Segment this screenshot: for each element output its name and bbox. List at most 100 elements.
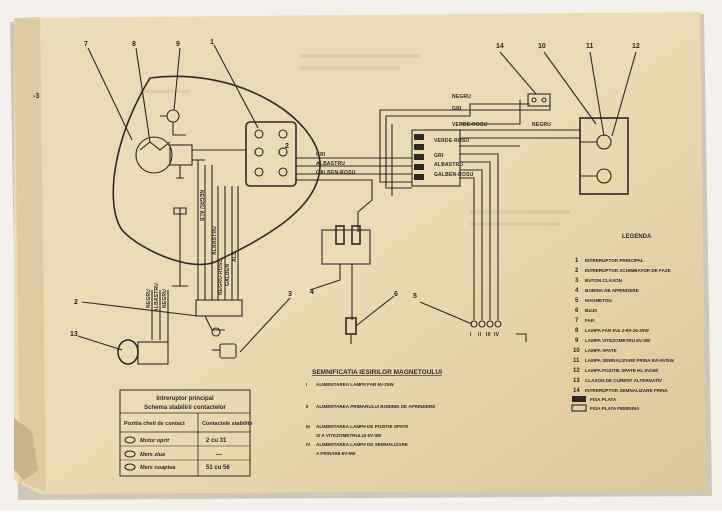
svg-text:II: II: [478, 332, 482, 338]
svg-text:51 cu 56: 51 cu 56: [206, 465, 230, 471]
svg-text:LAMPA SEMNALIZARE FRINA 6Vl-6V: LAMPA SEMNALIZARE FRINA 6Vl-6V/5W: [585, 358, 675, 363]
svg-text:INTRERUPTOR SCHIMBATOR DE FAZE: INTRERUPTOR SCHIMBATOR DE FAZE: [585, 268, 671, 273]
svg-text:GALBEN: GALBEN: [225, 264, 231, 287]
svg-text:LAMPA SPATE: LAMPA SPATE: [585, 348, 617, 353]
legend: LEGENDA 1 INTRERUPTOR PRINCIPAL 2 INTRER…: [571, 234, 675, 412]
callout-9: 9: [176, 41, 180, 48]
svg-text:I: I: [306, 382, 307, 387]
svg-text:NEGRU: NEGRU: [162, 289, 168, 308]
svg-text:NEGRU ALB: NEGRU ALB: [198, 190, 204, 222]
svg-text:VERDE-ROSU: VERDE-ROSU: [434, 138, 470, 144]
svg-text:LAMPA FAR 6Va 2-6V-25-25W: LAMPA FAR 6Va 2-6V-25-25W: [585, 328, 649, 333]
svg-text:INTRERUPTOR SEMNALIZARE FRINA: INTRERUPTOR SEMNALIZARE FRINA: [585, 388, 669, 393]
callout-1: 1: [210, 39, 214, 46]
paper-sheet: [14, 12, 706, 494]
bleed-through: [140, 54, 570, 226]
svg-text:1: 1: [575, 258, 579, 264]
svg-text:13: 13: [573, 378, 580, 384]
main-switch-1: 2: [245, 121, 297, 187]
magneto-terminals-5: [419, 301, 527, 342]
torn-corner: [14, 418, 38, 480]
svg-text:GRI: GRI: [316, 152, 326, 158]
svg-text:7: 7: [575, 318, 579, 324]
svg-text:NEGRU: NEGRU: [532, 122, 551, 128]
svg-text:SI A VITEZOMETRULUI 6V-3W: SI A VITEZOMETRULUI 6V-3W: [316, 433, 382, 438]
callout-5: 5: [413, 293, 417, 300]
svg-text:8: 8: [575, 328, 579, 334]
callout-12: 12: [632, 43, 640, 50]
callout-4: 4: [310, 289, 314, 296]
svg-text:GALBEN-ROSU: GALBEN-ROSU: [316, 170, 356, 176]
horn-13: [117, 339, 169, 365]
callout-14: 14: [496, 43, 504, 50]
svg-text:IV: IV: [306, 442, 311, 447]
svg-text:LAMPA VITEZOMETRU 6V-3W: LAMPA VITEZOMETRU 6V-3W: [585, 338, 651, 343]
callout-7: 7: [84, 41, 88, 48]
svg-text:III: III: [486, 332, 491, 338]
callout-10: 10: [538, 43, 546, 50]
tail-lamp-10: [579, 117, 629, 195]
svg-text:BOBINA DE APRINDERE: BOBINA DE APRINDERE: [585, 288, 639, 293]
svg-text:BUJII: BUJII: [585, 308, 597, 313]
legend-title: LEGENDA: [622, 234, 652, 240]
svg-text:—: —: [216, 452, 222, 458]
svg-text:ALIMENTAREA LAMPII DE POZITIE: ALIMENTAREA LAMPII DE POZITIE SPATE: [316, 424, 408, 429]
svg-text:ALIMENTAREA PRIMARULUI BOBINEI: ALIMENTAREA PRIMARULUI BOBINEI DE APRIND…: [316, 404, 435, 409]
callout-13: 13: [70, 331, 78, 338]
callout-11: 11: [586, 43, 594, 50]
svg-text:CLAXON DE CURENT ALTERNATIV: CLAXON DE CURENT ALTERNATIV: [585, 378, 663, 383]
svg-text:II: II: [306, 404, 309, 409]
svg-text:INTRERUPTOR PRINCIPAL: INTRERUPTOR PRINCIPAL: [585, 258, 644, 263]
phase-switch-2: [195, 299, 243, 337]
stray-mark: -3: [33, 93, 39, 100]
svg-text:LAMPA POZITIE SPATE HL 6V/4W: LAMPA POZITIE SPATE HL 6V/4W: [585, 368, 659, 373]
page-spine: [14, 17, 46, 492]
svg-text:MAGNETOU: MAGNETOU: [585, 298, 612, 303]
callout-leaders-right: [499, 51, 637, 137]
ignition-coil-4: [309, 225, 371, 320]
svg-text:4: 4: [575, 288, 579, 294]
svg-text:ALIMENTAREA LAMPII FAR 6V-25W: ALIMENTAREA LAMPII FAR 6V-25W: [316, 382, 395, 387]
fisa-plata-swatch: [572, 396, 586, 402]
callout-6: 6: [394, 291, 398, 298]
svg-text:Intreruptor principal: Intreruptor principal: [156, 396, 214, 402]
svg-text:Contactele stabilite: Contactele stabilite: [202, 421, 252, 427]
svg-text:ALBASTRU: ALBASTRU: [434, 162, 463, 168]
svg-text:Motor oprit: Motor oprit: [140, 438, 170, 444]
svg-text:6: 6: [575, 308, 579, 314]
svg-text:GALBEN-ROSU: GALBEN-ROSU: [434, 172, 474, 178]
svg-text:Mers noaptea: Mers noaptea: [140, 465, 175, 471]
svg-text:2: 2: [575, 268, 579, 274]
harness-wires-vertical: [151, 149, 246, 345]
svg-text:11: 11: [573, 358, 580, 364]
harness-wires-horizontal: [296, 100, 581, 320]
svg-text:2 cu 31: 2 cu 31: [206, 438, 227, 444]
svg-text:III: III: [306, 424, 310, 429]
headlamp-7: [112, 75, 321, 266]
svg-text:FISA PLATA: FISA PLATA: [590, 397, 617, 402]
svg-text:FISA PLATA FEMININA: FISA PLATA FEMININA: [590, 406, 640, 411]
callout-2: 2: [74, 299, 78, 306]
svg-text:9: 9: [575, 338, 579, 344]
horn-button-3: [212, 343, 237, 359]
svg-text:3: 3: [575, 278, 579, 284]
svg-text:ALBASTRU: ALBASTRU: [316, 161, 345, 167]
svg-text:ALBASTRU: ALBASTRU: [212, 226, 218, 255]
svg-text:NEGRU: NEGRU: [146, 289, 152, 308]
svg-text:2: 2: [285, 143, 289, 150]
svg-text:14: 14: [573, 388, 580, 394]
svg-text:ALIMENTAREA LAMPII DE SEMNALIZ: ALIMENTAREA LAMPII DE SEMNALIZARE: [316, 442, 408, 447]
svg-text:ALBASTRU: ALBASTRU: [154, 283, 160, 312]
switch-contact-table: Intreruptor principal Schema stabilirii …: [119, 389, 252, 477]
svg-text:VERDE-ROSU: VERDE-ROSU: [452, 122, 488, 128]
svg-text:I: I: [470, 332, 472, 338]
svg-text:GRI: GRI: [452, 106, 462, 112]
magneto-outputs-notes: SEMNIFICATIA IESIRILOR MAGNETOULUI I ALI…: [306, 369, 442, 456]
harness-connector: [411, 129, 461, 187]
svg-text:Schema stabilirii contactelor: Schema stabilirii contactelor: [144, 405, 226, 411]
svg-text:A FRINARII 6V-5W: A FRINARII 6V-5W: [316, 451, 356, 456]
notes-title: SEMNIFICATIA IESIRILOR MAGNETOULUI: [312, 369, 442, 376]
spark-plug-6: [345, 295, 395, 344]
